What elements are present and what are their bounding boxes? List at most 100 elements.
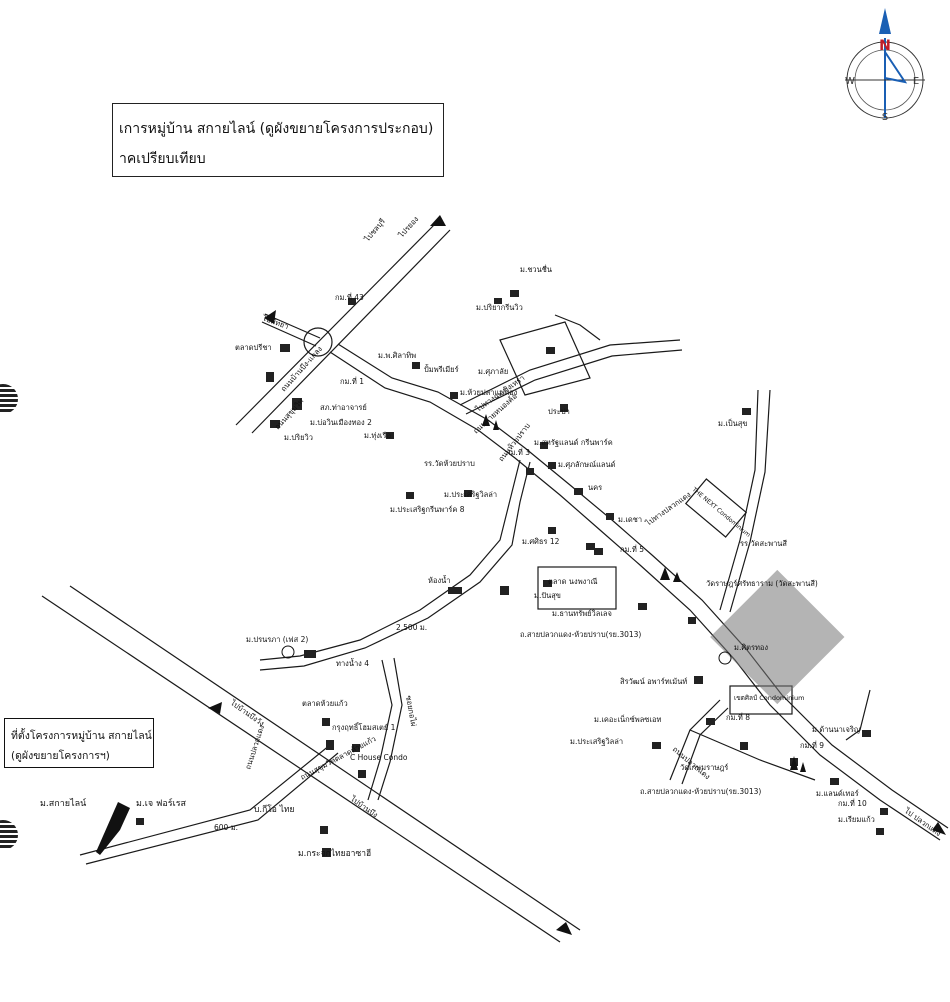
map-label: ม.ศศิธร 12: [522, 537, 560, 546]
compass-icon: N S E W: [845, 8, 925, 123]
map-label: ม.สหรัฐแลนด์ กรีนพาร์ค: [534, 438, 613, 447]
compass-n: N: [879, 38, 891, 54]
skyline-marker: [96, 802, 130, 855]
compass-w: W: [845, 76, 855, 87]
title-box: เการหมู่บ้าน สกายไลน์ (ดูผังขยายโครงการป…: [112, 103, 444, 177]
map-label: ม.ปันสุข: [534, 591, 561, 600]
map-label: 600 ม.: [214, 823, 238, 832]
map-label: ตลาดปรีชา: [235, 343, 272, 352]
area-outline: [499, 321, 591, 396]
map-label: สิรวัฒน์ อพาร์ทเม้นท์: [620, 677, 688, 686]
arrow-ne-road: [932, 822, 946, 835]
map-label: กรุงฤทธิ์โฮมสเตย์ 1: [332, 722, 396, 732]
map-label: วัดเกษมราษฎร์: [680, 763, 728, 772]
map-label: ซอยกอไผ่: [404, 695, 418, 727]
map-label: ม.ปริยวิว: [284, 433, 313, 442]
market-box: [537, 566, 617, 610]
map-label: ม.ประเสริฐกรีนพาร์ค 8: [390, 505, 465, 514]
map-label: ม.ศุภลักษณ์แลนด์: [558, 460, 616, 469]
map-label: กม.ที่ 8: [726, 712, 750, 722]
map-label: 2,500 ม.: [396, 623, 427, 632]
map-label: ม.เรียมแก้ว: [838, 815, 875, 824]
map-label: ห้องน้ำ: [428, 575, 450, 585]
binder-hole-icon: [0, 384, 18, 414]
map-label: ปั้มพรีเมียร์: [424, 364, 459, 374]
arrow-north: [430, 215, 446, 226]
map-label: ม.ประเสริฐวิลล่า: [444, 490, 497, 499]
road-sukhumvit-north: [235, 220, 451, 434]
map-label: กม.ที่ 43: [335, 292, 364, 302]
map-label: ม.กระจกไทยอาซาฮี: [298, 848, 371, 859]
project-legend-box: ที่ตั้งโครงการหมู่บ้าน สกายไลน์ (ดูผังขย…: [4, 718, 154, 768]
place-icons: [136, 290, 888, 857]
map-label: ม.ประเสริฐวิลล่า: [570, 737, 623, 746]
compass-e: E: [913, 76, 919, 87]
map-label: ม.บ่อวินเมืองทอง 2: [310, 418, 372, 427]
legend-line-1: ที่ตั้งโครงการหมู่บ้าน สกายไลน์: [11, 730, 152, 742]
compass-s: S: [882, 112, 888, 123]
road-branch-market: [367, 657, 403, 801]
road-north-right: [719, 389, 771, 613]
map-label: ไปรยอง: [396, 214, 420, 240]
map-label: ถ.สายปลวกแดง-ห้วยปราบ(รย.3013): [520, 630, 641, 639]
map-title: เการหมู่บ้าน สกายไลน์ (ดูผังขยายโครงการป…: [119, 121, 434, 137]
map-label: ถนนปลวกแดง: [243, 724, 266, 771]
map-label: ถ.สายปลวกแดง-ห้วยปราบ(รย.3013): [640, 787, 761, 796]
area-outline-2: [554, 314, 601, 341]
map-label: ม.ปรนรภา (เฟส 2): [246, 635, 308, 644]
map-label: ตลาด นงพงาณี: [548, 577, 598, 586]
binder-hole-icon: [0, 820, 18, 850]
map-label: สภ.ท่าอาจารย์: [320, 403, 367, 412]
map-label: รร.วัดห้วยปราบ: [424, 459, 475, 468]
map-label: ไปชลบุรี: [362, 217, 387, 244]
map-label: ม.ห้วยปลาแม่ทอง: [460, 388, 518, 397]
legend-line-2: (ดูผังขยายโครงการฯ): [11, 750, 110, 762]
temple-icons: [482, 414, 806, 772]
map-label: ม.เป็นสุข: [718, 418, 747, 428]
map-label: รร.วัดสะพานสี: [740, 539, 787, 548]
map-label: ม.ด้านนาเจริญ: [812, 725, 860, 734]
map-label: ม.ธานทรัพย์วิลเลจ: [552, 609, 612, 618]
next-condo-box: [684, 478, 748, 538]
circle-marker-2: [718, 651, 732, 665]
roundabout: [303, 327, 333, 357]
map-label: นคร: [588, 483, 602, 492]
map-label: ม.ศุภาลัย: [478, 367, 508, 376]
map-label: วัดราษฎร์ศรัทธาราม (วัดสะพานสี): [706, 579, 818, 588]
map-label: ม.เดชา: [618, 515, 642, 524]
map-label: กม.ที่ 1: [340, 376, 364, 386]
map-label: ม.ชวนชื่น: [520, 264, 552, 274]
map-label: ตลาดห้วยแก้ว: [302, 699, 348, 708]
map-label: ม.ทุ่งเรือ: [364, 431, 391, 440]
road-huai-prap: [329, 343, 949, 841]
map-label: ม.ศิตรทอง: [734, 643, 768, 652]
arrow-southeast: [556, 922, 572, 935]
map-label: ม.สกายไลน์: [40, 797, 86, 809]
map-label: ไปทางปลวกแดง: [643, 490, 693, 528]
map-label: บ.กีโอ ไทย: [254, 804, 294, 815]
project-area: [710, 569, 845, 705]
map-subtitle: าคเปรียบเทียบ: [119, 151, 206, 167]
map-label: THE NEXT Condominium: [690, 486, 752, 539]
map-label: ม.เจ ฟอร์เรส: [136, 797, 187, 809]
map-label: กม.ที่ 3: [506, 447, 530, 457]
map-label: ม.พ.ศิลาทิพ: [378, 351, 416, 360]
map-label: ไปบ้านบึง: [348, 794, 380, 820]
map-label: กม.ที่ 5: [620, 544, 644, 554]
map-label: ม.แลนด์เทอร์: [816, 789, 859, 798]
map-label: เขตศิลป์ Condominium: [734, 694, 804, 702]
arrow-highway-nw: [208, 702, 222, 714]
map-label: ทางน้ำง 4: [336, 658, 369, 668]
road-north-east: [459, 339, 683, 415]
road-to-skyline: [79, 744, 339, 865]
map-label: กม.ที่ 9: [800, 740, 824, 750]
road-lower-right: [669, 689, 871, 785]
arrow-west: [264, 310, 276, 324]
circle-marker-1: [281, 645, 295, 659]
map-label: ม.ปริยากรีนวิว: [476, 303, 523, 312]
map-label: ประปา: [548, 407, 570, 416]
map-label: ถนนสุขุมวิท: [273, 397, 306, 432]
map-label: กม.ที่ 10: [838, 798, 867, 808]
map-label: C House Condo: [350, 753, 408, 762]
